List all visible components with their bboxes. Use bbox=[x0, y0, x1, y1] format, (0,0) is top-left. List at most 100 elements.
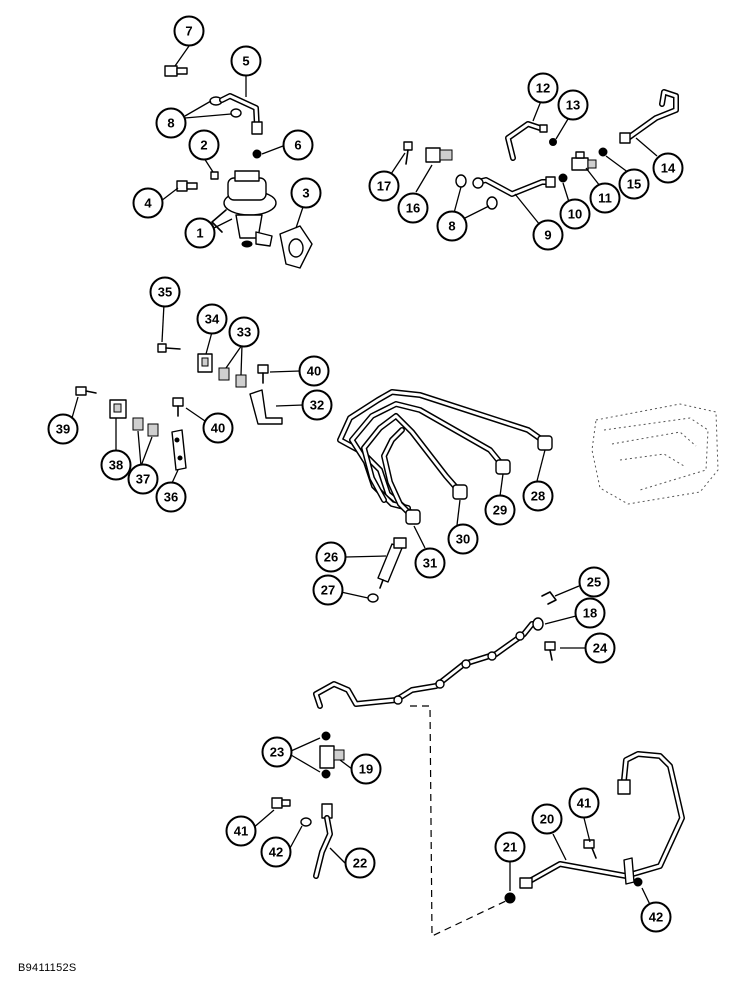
callout-label: 33 bbox=[237, 325, 251, 340]
callout-label: 12 bbox=[536, 81, 550, 96]
clamp-half-part bbox=[218, 367, 230, 381]
fuel-line-part bbox=[505, 121, 548, 161]
gasket-part bbox=[279, 225, 313, 269]
plug-part bbox=[210, 171, 219, 180]
bolt-part bbox=[172, 397, 184, 417]
screw-part bbox=[157, 343, 181, 353]
nut-part bbox=[300, 817, 312, 827]
fuel-line-part bbox=[219, 93, 263, 135]
clamp-half-part bbox=[147, 423, 159, 437]
fuel-line-part bbox=[472, 176, 556, 197]
callout-label: 34 bbox=[205, 312, 220, 327]
nut-part bbox=[504, 892, 516, 904]
callout-label: 42 bbox=[269, 845, 283, 860]
clamp-half-part bbox=[235, 374, 247, 388]
bolt-part bbox=[75, 386, 97, 396]
supply-lines-group bbox=[390, 89, 679, 226]
callout-16: 16 bbox=[397, 192, 429, 224]
callout-label: 11 bbox=[598, 191, 612, 206]
callout-13: 13 bbox=[557, 89, 589, 121]
callout-32: 32 bbox=[301, 389, 333, 421]
callout-18: 18 bbox=[574, 597, 606, 629]
callout-27: 27 bbox=[312, 574, 344, 606]
callout-label: 16 bbox=[406, 201, 420, 216]
nut-part bbox=[633, 877, 643, 887]
nut-part bbox=[558, 173, 568, 183]
callout-label: 20 bbox=[540, 812, 554, 827]
nut-part bbox=[598, 147, 608, 157]
callout-label: 40 bbox=[211, 421, 225, 436]
banjo-bolt-part bbox=[425, 147, 453, 163]
washer-part bbox=[321, 731, 331, 741]
callout-37: 37 bbox=[127, 463, 159, 495]
callout-label: 39 bbox=[56, 422, 70, 437]
clamp-part bbox=[109, 399, 127, 419]
callout-label: 2 bbox=[200, 138, 207, 153]
nut-part bbox=[252, 149, 262, 159]
callout-label: 9 bbox=[544, 228, 551, 243]
callout-40-bottom: 40 bbox=[202, 412, 234, 444]
callout-15: 15 bbox=[618, 168, 650, 200]
callout-42-right: 42 bbox=[640, 901, 672, 933]
callout-label: 5 bbox=[242, 54, 249, 69]
callout-label: 42 bbox=[649, 910, 663, 925]
callout-label: 10 bbox=[568, 207, 582, 222]
callout-label: 26 bbox=[324, 550, 338, 565]
callout-22: 22 bbox=[344, 847, 376, 879]
bracket-part bbox=[249, 389, 283, 425]
callout-label: 30 bbox=[456, 532, 470, 547]
callout-label: 15 bbox=[627, 177, 641, 192]
tee-fitting-part bbox=[571, 151, 597, 171]
washer-part bbox=[455, 174, 467, 188]
callout-label: 14 bbox=[661, 161, 676, 176]
banjo-bolt-part bbox=[544, 641, 556, 661]
callout-26: 26 bbox=[315, 541, 347, 573]
callout-8: 8 bbox=[155, 107, 187, 139]
fuel-injector-part bbox=[377, 537, 407, 589]
callout-6: 6 bbox=[282, 129, 314, 161]
fuel-pump-group bbox=[160, 45, 313, 269]
callout-label: 18 bbox=[583, 606, 597, 621]
clamp-part bbox=[197, 353, 213, 373]
callout-label: 28 bbox=[531, 489, 545, 504]
clip-part bbox=[541, 591, 557, 605]
callout-label: 31 bbox=[423, 556, 437, 571]
callout-label: 3 bbox=[302, 186, 309, 201]
return-line-part bbox=[519, 751, 685, 889]
tee-fitting-part bbox=[319, 745, 345, 769]
return-hose-path bbox=[410, 705, 509, 937]
bolt-part bbox=[176, 180, 198, 192]
callout-30: 30 bbox=[447, 523, 479, 555]
callout-9: 9 bbox=[532, 219, 564, 251]
figure-id: B9411152S bbox=[18, 962, 77, 974]
callout-14: 14 bbox=[652, 152, 684, 184]
callout-31: 31 bbox=[414, 547, 446, 579]
callout-label: 22 bbox=[353, 856, 367, 871]
callout-5: 5 bbox=[230, 45, 262, 77]
bolt-part bbox=[271, 797, 291, 809]
strap-part bbox=[171, 429, 187, 471]
callout-41-left: 41 bbox=[225, 815, 257, 847]
washer-part bbox=[230, 108, 242, 118]
bolt-part bbox=[583, 839, 597, 859]
callout-29: 29 bbox=[484, 494, 516, 526]
callout-label: 27 bbox=[321, 583, 335, 598]
callout-label: 41 bbox=[234, 824, 248, 839]
bolt-part bbox=[164, 65, 188, 77]
callout-10: 10 bbox=[559, 198, 591, 230]
nut-part bbox=[549, 138, 557, 146]
leakoff-group bbox=[251, 585, 685, 937]
callout-23: 23 bbox=[261, 736, 293, 768]
callout-40-top: 40 bbox=[298, 355, 330, 387]
callout-8-right: 8 bbox=[436, 210, 468, 242]
callout-label: 41 bbox=[577, 796, 591, 811]
callout-label: 25 bbox=[587, 575, 601, 590]
callout-label: 29 bbox=[493, 503, 507, 518]
callout-25: 25 bbox=[578, 566, 610, 598]
callout-41-right: 41 bbox=[568, 787, 600, 819]
callout-label: 36 bbox=[164, 490, 178, 505]
callout-12: 12 bbox=[527, 72, 559, 104]
callout-4: 4 bbox=[132, 187, 164, 219]
callout-17: 17 bbox=[368, 170, 400, 202]
